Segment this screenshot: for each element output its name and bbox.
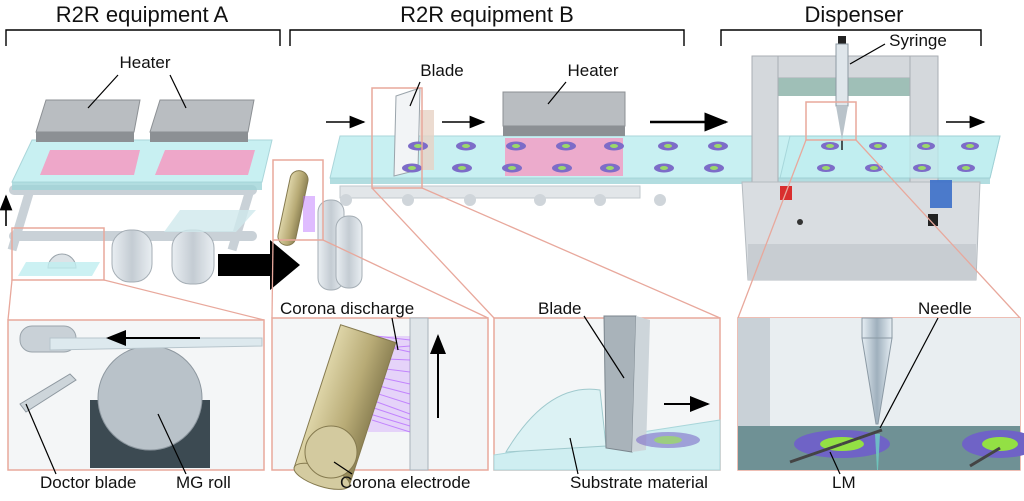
label-blade-detail: Blade (538, 299, 581, 318)
heat-zone-a2 (155, 150, 255, 175)
label-corona-discharge: Corona discharge (280, 299, 414, 318)
control-panel-icon (930, 180, 952, 208)
heater-a2 (149, 99, 255, 133)
transfer-arrow (218, 240, 300, 290)
label-needle: Needle (918, 299, 972, 318)
heat-zone-a1 (40, 150, 140, 175)
label-corona-electrode: Corona electrode (340, 473, 470, 492)
detail-marker-corona (272, 159, 324, 241)
detail-marker-needle (805, 101, 857, 141)
bracket-equipment-a (5, 29, 281, 46)
printed-patterns (402, 141, 728, 173)
blade-top (393, 87, 421, 177)
doctor-blade (19, 373, 77, 413)
bracket-equipment-b (289, 29, 685, 46)
bracket-dispenser (720, 29, 982, 46)
label-substrate-material: Substrate material (570, 473, 708, 492)
heater-a1 (35, 99, 141, 133)
syringe-icon (835, 43, 849, 107)
detail-panel-mg-roll (7, 319, 265, 471)
section-title-dispenser: Dispenser (804, 2, 903, 27)
dispenser-illustration: Syringe (741, 31, 1001, 281)
label-heater-a: Heater (119, 53, 170, 72)
detail-panel-corona (271, 317, 489, 490)
label-blade-top: Blade (420, 61, 463, 80)
needle-icon (861, 337, 893, 425)
substrate-material (505, 388, 607, 453)
detail-marker-a (11, 227, 105, 281)
section-title-equipment-a: R2R equipment A (56, 2, 229, 27)
section-title-equipment-b: R2R equipment B (400, 2, 574, 27)
label-syringe: Syringe (889, 31, 947, 50)
detail-connectors (7, 139, 1021, 321)
label-heater-b: Heater (567, 61, 618, 80)
equipment-a-illustration: Heater (0, 53, 273, 285)
corona-electrode-top (277, 170, 309, 246)
corona-electrode (304, 425, 358, 479)
detail-panel-needle (737, 317, 1024, 471)
mg-roll (97, 345, 203, 451)
label-mg-roll: MG roll (176, 473, 231, 492)
blade-detail (603, 315, 637, 453)
label-doctor-blade: Doctor blade (40, 473, 136, 492)
detail-panel-blade (493, 315, 721, 471)
heater-b (502, 91, 626, 127)
detail-marker-blade (371, 87, 423, 189)
label-lm: LM (832, 473, 856, 492)
